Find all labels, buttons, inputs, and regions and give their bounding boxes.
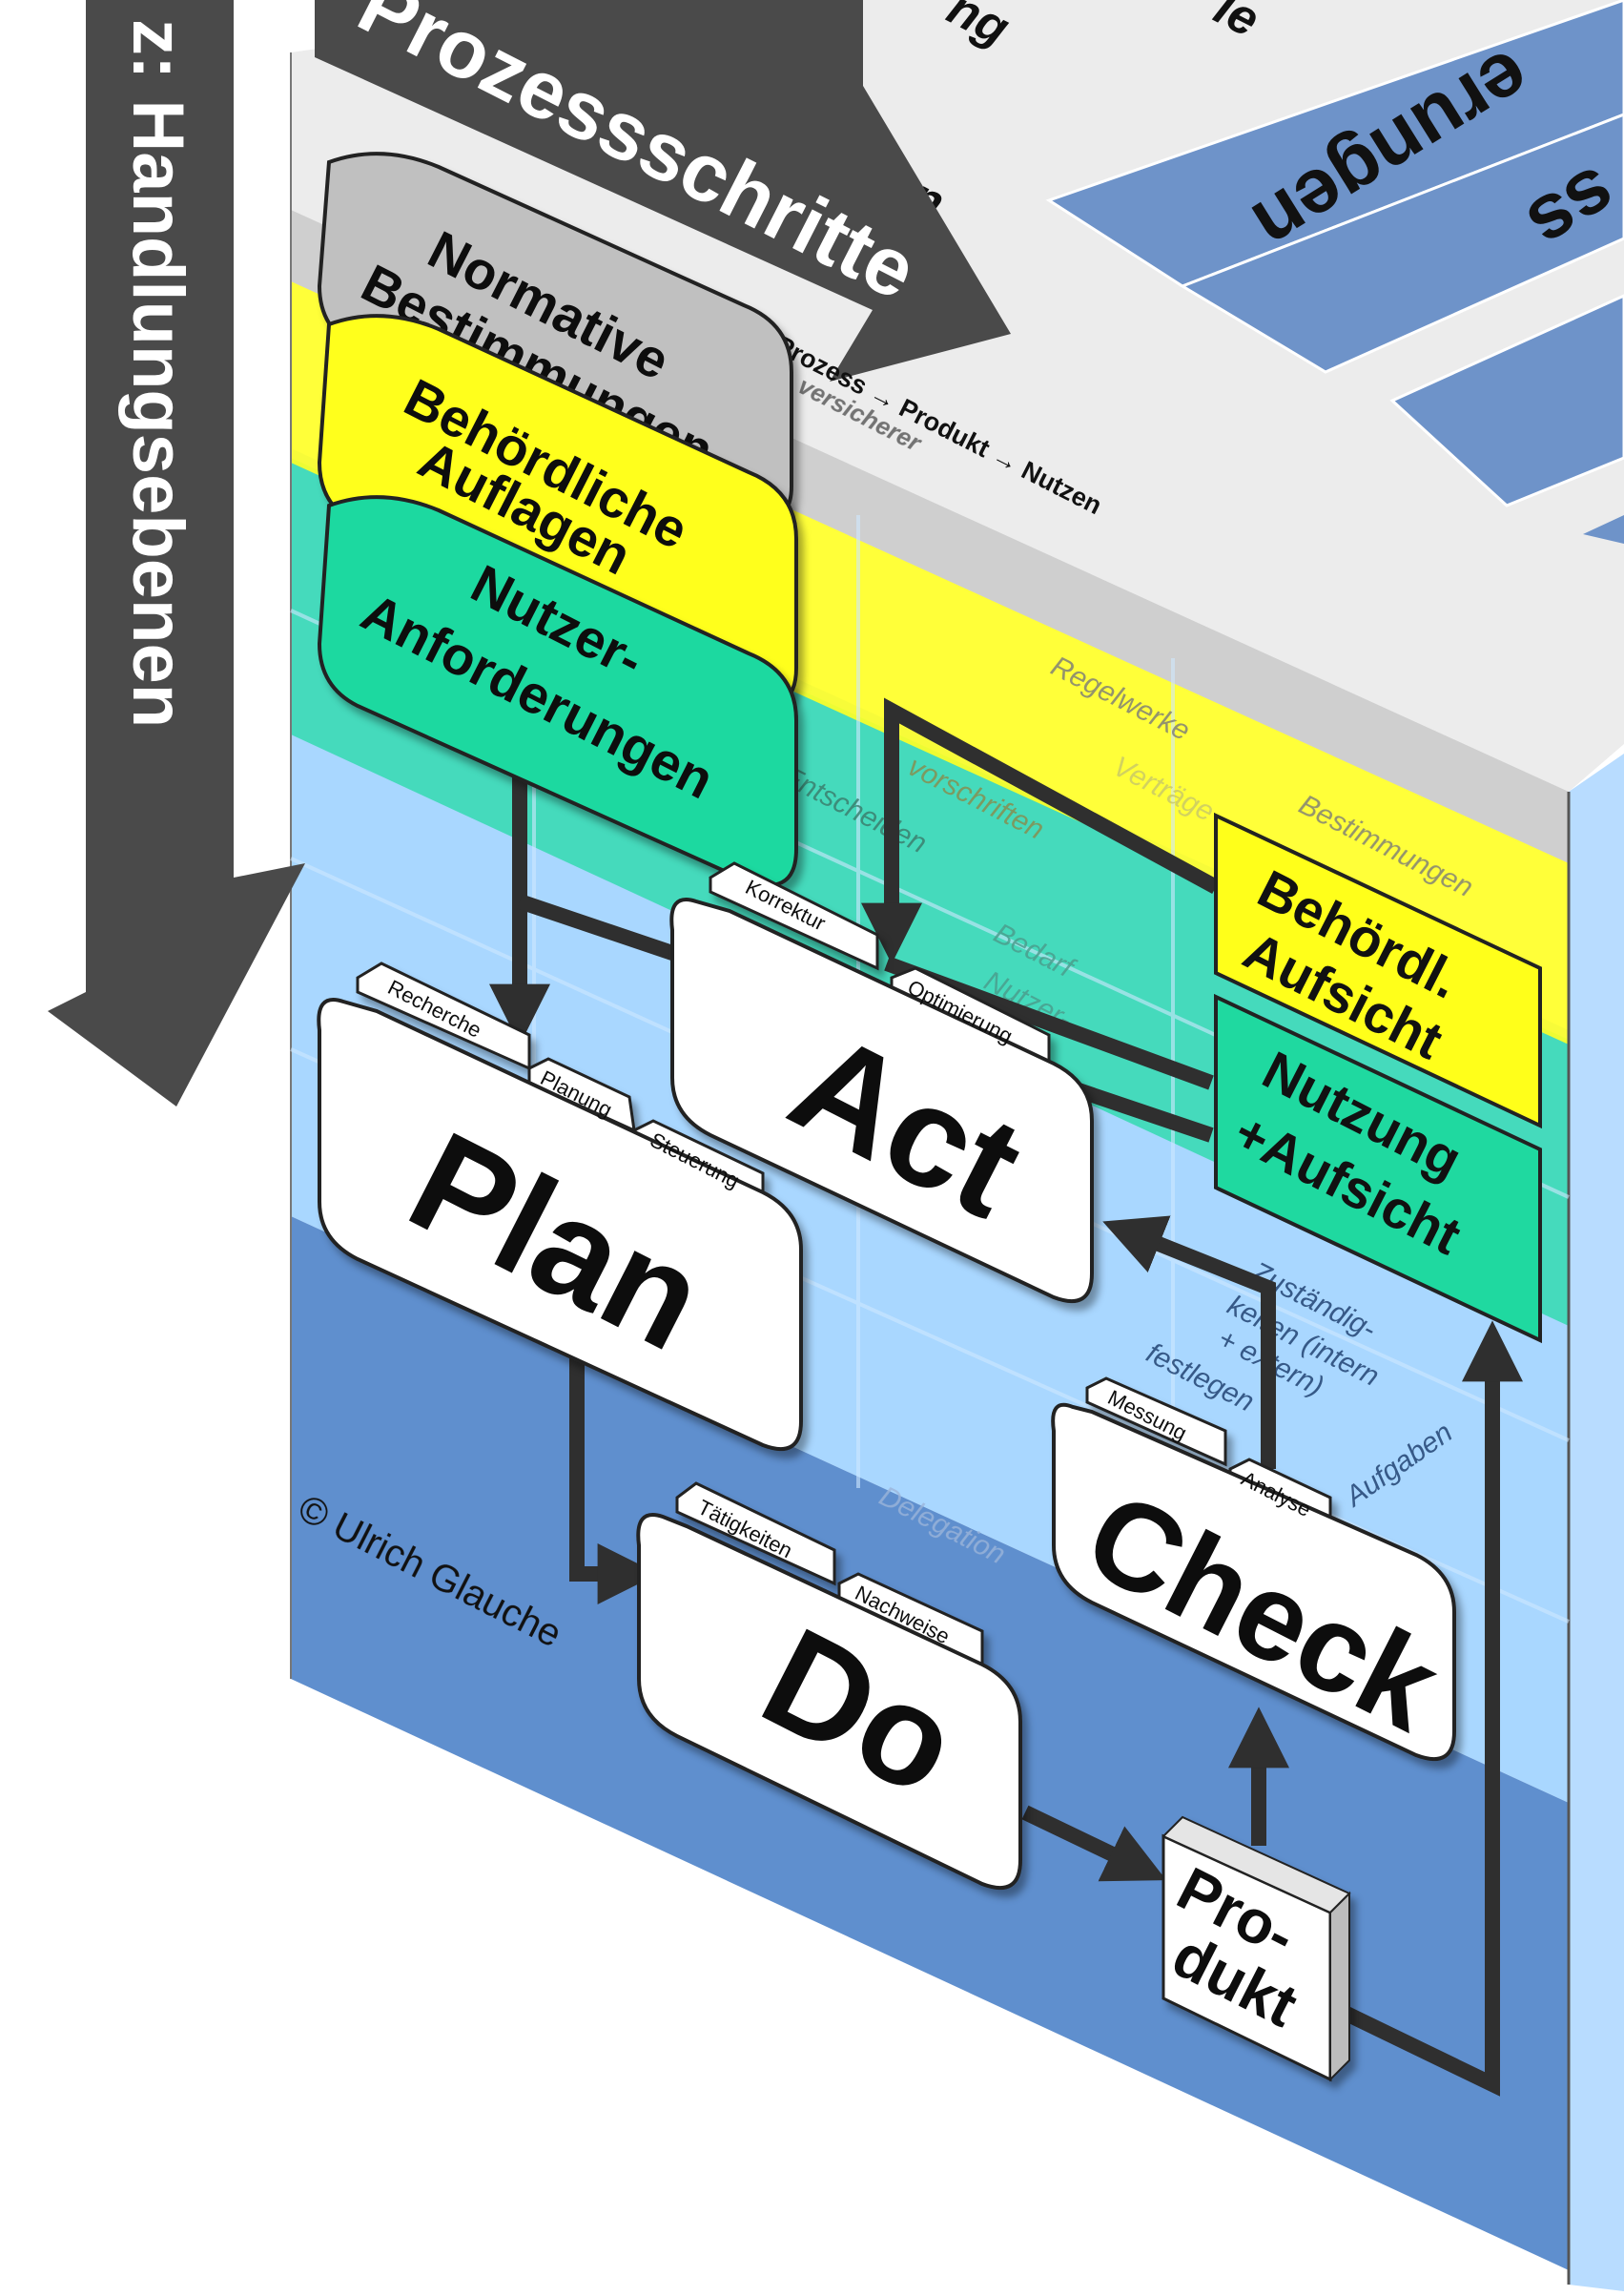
plan-tab-planung	[527, 1057, 636, 1133]
cube-right-face	[1569, 754, 1624, 2291]
do-tab-taetigkeiten	[675, 1481, 836, 1586]
arrow-product-to-usage	[1341, 1320, 1523, 2097]
card-act: Korrektur Optimierung Act	[669, 861, 1094, 1303]
level-authority: Behördliche Auflagen	[317, 314, 798, 706]
action-levels-arrow-shape	[48, 0, 305, 1107]
top-band-1	[1045, 0, 1624, 288]
plan-tab-recherche	[356, 962, 531, 1071]
check-tab-messung	[1085, 1376, 1227, 1467]
card-do: Tätigkeiten Nachweise Do	[636, 1481, 1022, 1890]
action-levels-arrow: z: Handlungsebenen	[48, 0, 305, 1107]
top-band-4	[1583, 515, 1624, 544]
arrow-do-to-product	[1021, 1805, 1167, 1882]
top-band-3	[1389, 294, 1624, 507]
arrow-behoerdl-to-act	[861, 697, 1220, 964]
act-tab-korrektur	[709, 861, 879, 971]
do-tab-nachweise	[837, 1572, 984, 1667]
action-levels-label: z: Handlungsebenen	[117, 19, 198, 728]
top-band-2	[1179, 113, 1624, 374]
arrow-plan-to-do	[569, 1316, 659, 1604]
arrow-check-to-act	[1102, 1215, 1276, 1469]
process-steps-arrow-shape	[315, 0, 1011, 382]
